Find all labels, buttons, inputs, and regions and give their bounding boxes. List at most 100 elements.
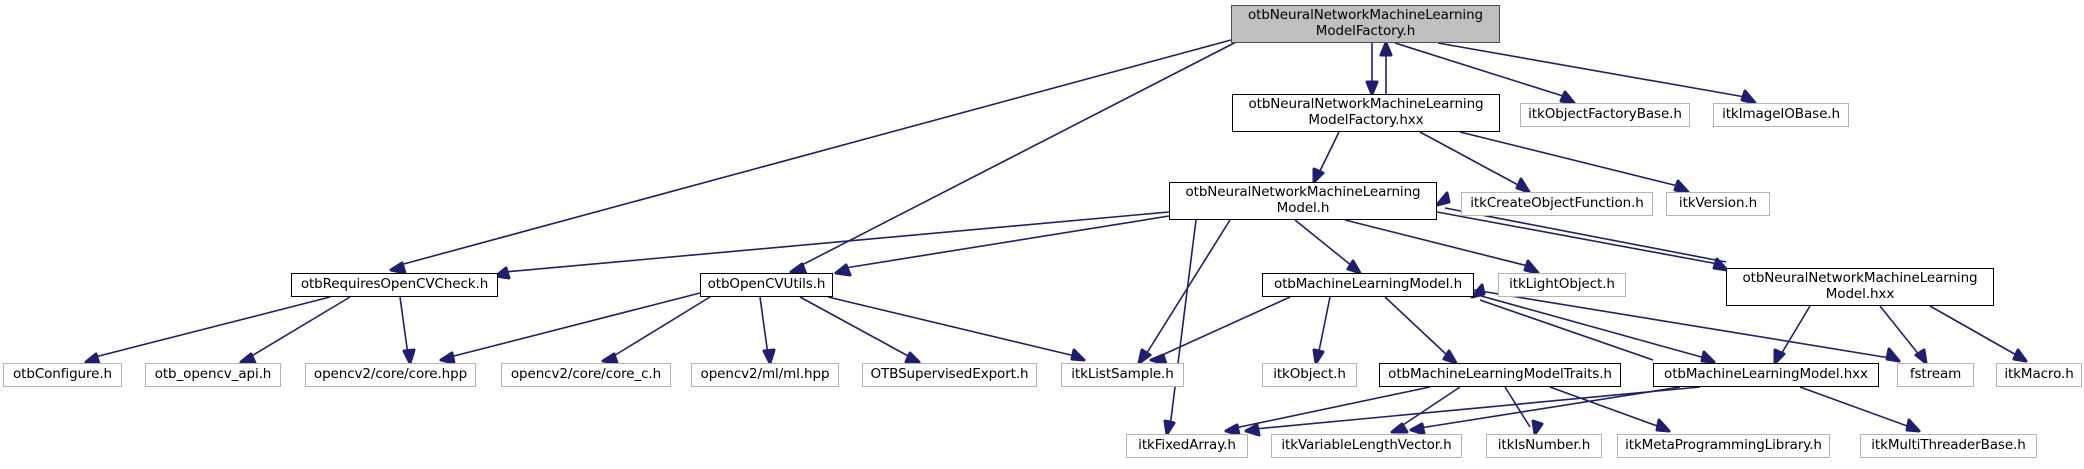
graph-node-n15[interactable]: opencv2/core/core_c.h xyxy=(501,363,671,387)
arrowhead-n8-to-n15 xyxy=(601,352,619,365)
graph-node-n14[interactable]: opencv2/core/core.hpp xyxy=(305,363,476,387)
edge-n1-to-n4 xyxy=(1317,131,1340,176)
edge-n4-to-n7 xyxy=(504,211,1170,273)
arrowhead-n0-to-n2 xyxy=(1559,90,1576,105)
graph-node-n26[interactable]: itkIsNumber.h xyxy=(1486,434,1602,458)
edge-n8-to-n18 xyxy=(827,296,1076,357)
edge-n8-to-n17 xyxy=(799,296,911,358)
edge-n11-to-n21 xyxy=(1779,305,1811,357)
arrowhead-n0-to-n1 xyxy=(1365,80,1379,96)
edge-n9-to-n18 xyxy=(1159,296,1291,357)
arrowhead-n9-to-n22 xyxy=(1885,347,1901,363)
graph-node-n22[interactable]: fstream xyxy=(1897,363,1974,387)
graph-node-n8[interactable]: otbOpenCVUtils.h xyxy=(700,273,833,297)
arrowhead-n11-to-n21 xyxy=(1773,348,1786,365)
arrowhead-n8-to-n14 xyxy=(439,351,456,365)
edge-n1-to-n5 xyxy=(1419,131,1521,187)
edge-n8-to-n14 xyxy=(449,292,701,358)
edge-n9-to-n20 xyxy=(1384,296,1449,357)
arrowhead-n1-to-n5 xyxy=(1515,177,1531,194)
edge-n7-to-n14 xyxy=(399,296,409,356)
arrowhead-n8-to-n18 xyxy=(1070,348,1086,362)
edge-n0-to-n2 xyxy=(1394,42,1567,98)
edge-n11-to-n4 xyxy=(1444,207,1727,263)
graph-node-n25[interactable]: itkVariableLengthVector.h xyxy=(1271,434,1462,458)
edge-n8-to-n15 xyxy=(611,296,711,358)
arrowhead-n0-to-n3 xyxy=(1740,89,1757,105)
graph-node-n10[interactable]: itkLightObject.h xyxy=(1498,273,1626,297)
arrowhead-n7-to-n14 xyxy=(402,348,416,365)
edge-n20-to-n25 xyxy=(1399,386,1461,428)
graph-node-n4[interactable]: otbNeuralNetworkMachineLearning Model.h xyxy=(1169,182,1437,220)
arrowhead-n1-to-n4 xyxy=(1312,167,1325,184)
arrowhead-n9-to-n21 xyxy=(1700,350,1716,364)
edge-n7-to-n12 xyxy=(94,296,331,358)
edge-n20-to-n27 xyxy=(1549,386,1661,428)
arrowhead-n11-to-n22 xyxy=(1914,348,1928,365)
edge-n4-to-n18 xyxy=(1144,219,1231,357)
edge-n20-to-n24 xyxy=(1234,386,1431,429)
graph-node-n18[interactable]: itkListSample.h xyxy=(1061,363,1184,387)
arrowhead-n4-to-n18 xyxy=(1137,348,1152,365)
arrowhead-n4-to-n9 xyxy=(1346,259,1362,275)
graph-node-n1[interactable]: otbNeuralNetworkMachineLearning ModelFac… xyxy=(1232,94,1500,132)
edge-n20-to-n26 xyxy=(1504,386,1531,428)
edge-n7-to-n13 xyxy=(249,296,351,358)
edge-n0-to-n7 xyxy=(399,39,1232,266)
arrowhead-n8-to-n17 xyxy=(904,351,921,364)
graph-node-n2[interactable]: itkObjectFactoryBase.h xyxy=(1520,103,1690,127)
graph-node-n12[interactable]: otbConfigure.h xyxy=(3,363,122,387)
arrowhead-n8-to-n16 xyxy=(762,348,776,365)
arrowhead-n11-to-n4 xyxy=(1435,191,1451,207)
graph-node-n3[interactable]: itkImageIOBase.h xyxy=(1713,103,1849,127)
arrowhead-n20-to-n27 xyxy=(1655,418,1671,433)
arrowhead-n11-to-n23 xyxy=(2012,348,2028,363)
edge-n4-to-n10 xyxy=(1344,219,1529,267)
edge-n4-to-n11 xyxy=(1436,211,1719,265)
graph-node-n13[interactable]: otb_opencv_api.h xyxy=(145,363,281,387)
edge-n4-to-n24 xyxy=(1169,219,1197,428)
arrowhead-n1-to-n0 xyxy=(1379,41,1393,57)
arrowhead-n4-to-n8 xyxy=(834,263,852,277)
edge-n1-to-n6 xyxy=(1459,131,1679,187)
arrowhead-n0-to-n7 xyxy=(389,261,407,275)
graph-node-n23[interactable]: itkMacro.h xyxy=(1996,363,2082,387)
graph-node-n7[interactable]: otbRequiresOpenCVCheck.h xyxy=(291,273,498,297)
graph-node-n20[interactable]: otbMachineLearningModelTraits.h xyxy=(1379,363,1621,387)
edge-n11-to-n22 xyxy=(1879,305,1921,357)
graph-node-n0[interactable]: otbNeuralNetworkMachineLearning ModelFac… xyxy=(1231,5,1500,43)
arrowhead-n4-to-n24 xyxy=(1163,419,1176,436)
arrowhead-n9-to-n20 xyxy=(1442,349,1458,365)
arrowhead-n1-to-n6 xyxy=(1673,179,1690,194)
arrowhead-n20-to-n26 xyxy=(1531,419,1544,436)
edge-n11-to-n23 xyxy=(1929,305,2019,357)
edge-n21-to-n28 xyxy=(1799,386,1911,428)
arrowhead-n9-to-n19 xyxy=(1312,348,1325,365)
edge-n4-to-n8 xyxy=(844,215,1170,269)
arrowhead-n21-to-n25 xyxy=(1409,422,1426,436)
graph-node-n9[interactable]: otbMachineLearningModel.h xyxy=(1262,273,1474,297)
graph-node-n16[interactable]: opencv2/ml/ml.hpp xyxy=(691,363,839,387)
edge-n4-to-n9 xyxy=(1294,219,1353,267)
graph-node-n5[interactable]: itkCreateObjectFunction.h xyxy=(1461,192,1653,216)
graph-node-n27[interactable]: itkMetaProgrammingLibrary.h xyxy=(1617,434,1830,458)
graph-node-n19[interactable]: itkObject.h xyxy=(1262,363,1357,387)
graph-node-n6[interactable]: itkVersion.h xyxy=(1666,192,1770,216)
graph-node-n24[interactable]: itkFixedArray.h xyxy=(1126,434,1248,458)
graph-node-n21[interactable]: otbMachineLearningModel.hxx xyxy=(1653,363,1879,387)
edge-n21-to-n25 xyxy=(1419,386,1681,429)
edge-n21-to-n24 xyxy=(1254,386,1701,430)
arrowhead-n21-to-n28 xyxy=(1905,418,1921,433)
arrowhead-n7-to-n13 xyxy=(239,352,257,365)
edge-n0-to-n8 xyxy=(799,39,1241,267)
edge-n9-to-n19 xyxy=(1317,296,1331,357)
arrowhead-n20-to-n25 xyxy=(1390,422,1409,434)
edge-n8-to-n16 xyxy=(759,296,769,356)
arrowhead-n4-to-n10 xyxy=(1523,259,1540,275)
graph-node-n28[interactable]: itkMultiThreaderBase.h xyxy=(1860,434,2037,458)
graph-node-n11[interactable]: otbNeuralNetworkMachineLearning Model.hx… xyxy=(1726,268,1994,306)
edge-n21-to-n9 xyxy=(1479,299,1654,361)
graph-node-n17[interactable]: OTBSupervisedExport.h xyxy=(862,363,1037,387)
